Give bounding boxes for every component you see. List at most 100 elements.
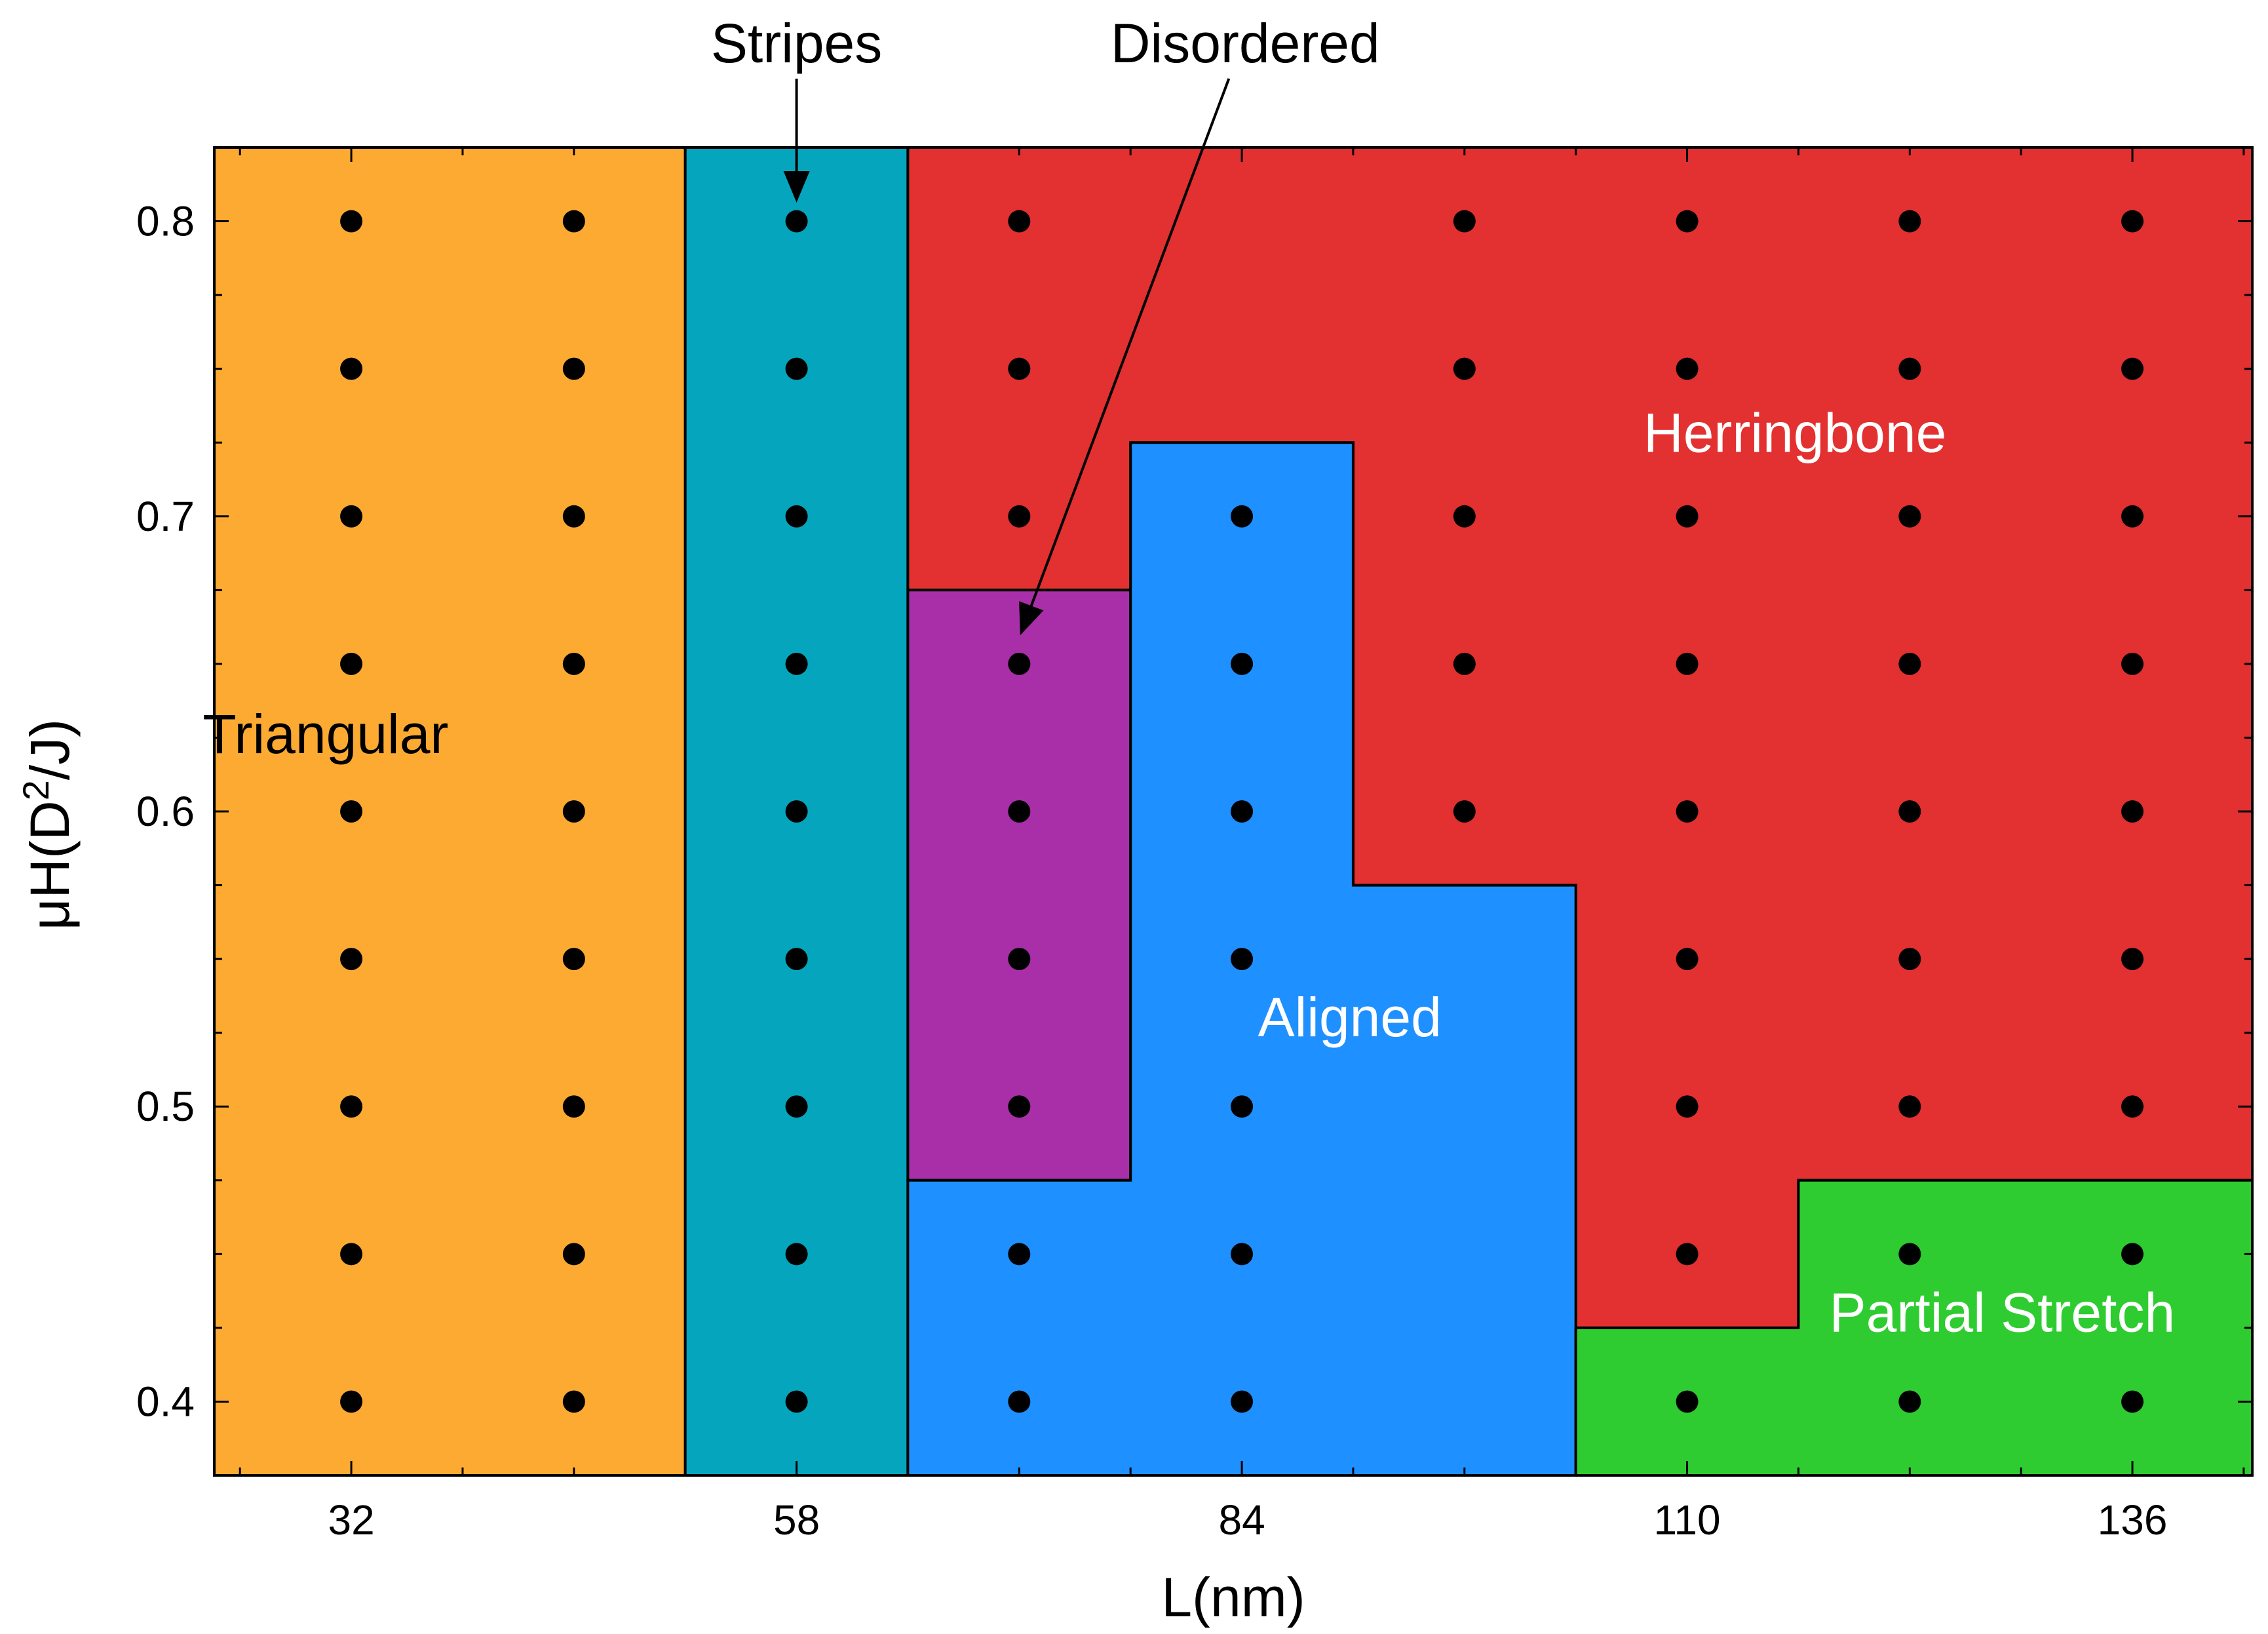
- annotation-arrow-disordered: [1019, 78, 1231, 636]
- y-axis-label: μH(D2/J): [15, 719, 81, 930]
- x-tick-label: 32: [328, 1496, 374, 1544]
- data-point: [785, 357, 808, 380]
- data-points: [340, 210, 2144, 1413]
- data-point: [340, 1243, 363, 1266]
- region-disordered: [906, 589, 1132, 1182]
- data-point: [2121, 652, 2144, 675]
- data-point: [1898, 210, 1921, 233]
- data-point: [340, 505, 363, 528]
- y-axis-label-tail: /J): [19, 719, 81, 780]
- data-point: [2121, 800, 2144, 823]
- data-point: [1676, 1095, 1699, 1118]
- data-point: [1898, 652, 1921, 675]
- data-point: [340, 1390, 363, 1413]
- data-point: [1676, 357, 1699, 380]
- data-point: [340, 1095, 363, 1118]
- region-label-triangular: Triangular: [202, 703, 448, 765]
- data-point: [1453, 505, 1476, 528]
- data-point: [340, 652, 363, 675]
- data-point: [1676, 505, 1699, 528]
- data-point: [2121, 1390, 2144, 1413]
- data-point: [1676, 1390, 1699, 1413]
- y-axis-label-base: μH(D: [19, 800, 81, 930]
- data-point: [785, 1243, 808, 1266]
- data-point: [785, 505, 808, 528]
- data-point: [1453, 210, 1476, 233]
- data-point: [2121, 1095, 2144, 1118]
- data-point: [1898, 948, 1921, 971]
- data-point: [785, 800, 808, 823]
- data-point: [785, 1390, 808, 1413]
- data-point: [1898, 800, 1921, 823]
- y-tick-label: 0.7: [136, 493, 195, 540]
- data-point: [562, 1243, 585, 1266]
- data-point: [1231, 1390, 1254, 1413]
- data-point: [1676, 800, 1699, 823]
- y-tick-label: 0.4: [136, 1378, 195, 1425]
- data-point: [785, 652, 808, 675]
- data-point: [1676, 948, 1699, 971]
- data-point: [1231, 800, 1254, 823]
- annotation-disordered: Disordered: [1111, 12, 1380, 74]
- annotations: Stripes Disordered: [711, 12, 1380, 636]
- data-point: [1231, 948, 1254, 971]
- region-label-herringbone: Herringbone: [1643, 402, 1946, 464]
- data-point: [340, 800, 363, 823]
- data-point: [785, 1095, 808, 1118]
- data-point: [1898, 1390, 1921, 1413]
- data-point: [562, 210, 585, 233]
- data-point: [1676, 210, 1699, 233]
- x-tick-label: 58: [773, 1496, 820, 1544]
- data-point: [1008, 800, 1031, 823]
- y-axis-label-superscript: 2: [15, 780, 56, 800]
- data-point: [562, 948, 585, 971]
- annotation-stripes: Stripes: [711, 12, 882, 74]
- data-point: [1898, 505, 1921, 528]
- data-point: [1898, 1243, 1921, 1266]
- data-point: [1676, 652, 1699, 675]
- data-point: [562, 800, 585, 823]
- data-point: [1231, 1243, 1254, 1266]
- data-point: [2121, 210, 2144, 233]
- data-point: [340, 210, 363, 233]
- region-triangular: [213, 146, 687, 1477]
- data-point: [1453, 357, 1476, 380]
- data-point: [2121, 505, 2144, 528]
- data-point: [1453, 652, 1476, 675]
- y-tick-label: 0.5: [136, 1083, 195, 1130]
- x-axis-label: L(nm): [1161, 1566, 1305, 1628]
- y-tick-label: 0.8: [136, 198, 195, 245]
- data-point: [1008, 357, 1031, 380]
- data-point: [1008, 652, 1031, 675]
- data-point: [1231, 505, 1254, 528]
- data-point: [1008, 948, 1031, 971]
- data-point: [340, 948, 363, 971]
- data-point: [1231, 1095, 1254, 1118]
- data-point: [562, 357, 585, 380]
- data-point: [1231, 652, 1254, 675]
- data-point: [562, 1095, 585, 1118]
- y-tick-label: 0.6: [136, 788, 195, 835]
- data-point: [785, 210, 808, 233]
- data-point: [2121, 948, 2144, 971]
- data-point: [2121, 1243, 2144, 1266]
- data-point: [1453, 800, 1476, 823]
- data-point: [1008, 1095, 1031, 1118]
- data-point: [562, 652, 585, 675]
- data-point: [1008, 1390, 1031, 1413]
- data-point: [1008, 1243, 1031, 1266]
- data-point: [1008, 505, 1031, 528]
- x-tick-label: 84: [1218, 1496, 1265, 1544]
- x-tick-label: 110: [1654, 1496, 1721, 1544]
- region-label-partial-stretch: Partial Stretch: [1830, 1281, 2176, 1343]
- data-point: [785, 948, 808, 971]
- data-point: [1898, 1095, 1921, 1118]
- data-point: [1898, 357, 1921, 380]
- data-point: [1676, 1243, 1699, 1266]
- data-point: [1008, 210, 1031, 233]
- data-point: [562, 505, 585, 528]
- data-point: [2121, 357, 2144, 380]
